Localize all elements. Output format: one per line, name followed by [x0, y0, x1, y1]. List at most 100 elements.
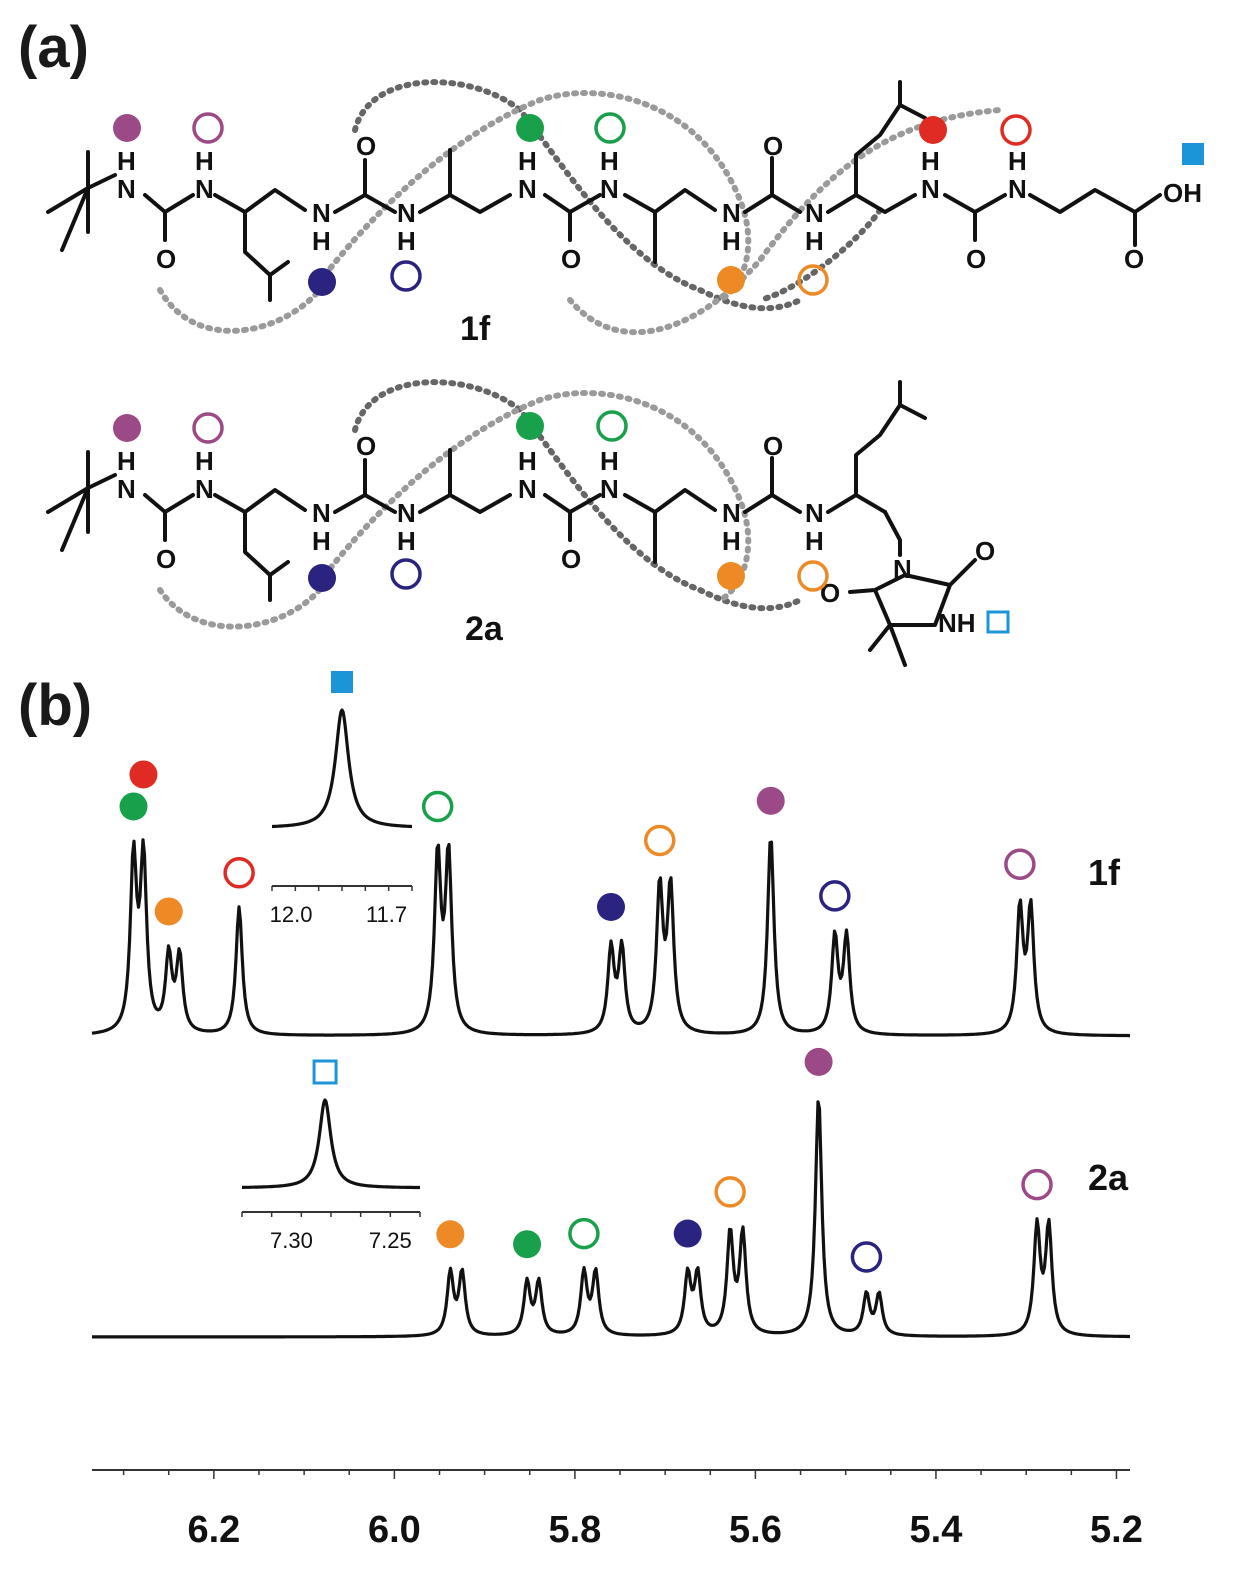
marker-green-open: [421, 790, 454, 823]
bond: [943, 193, 1007, 242]
marker-green-open: [594, 112, 626, 144]
bond: [418, 448, 512, 514]
hbond-arc: [567, 107, 1003, 336]
bond: [213, 488, 307, 514]
bond: [826, 380, 927, 514]
bond: [623, 488, 717, 564]
marker-green-filled: [513, 1230, 542, 1259]
atom-oh: OH: [1163, 178, 1202, 208]
atom-n: N: [722, 498, 741, 528]
marker-purple-filled: [804, 1047, 833, 1076]
bond: [743, 456, 802, 514]
bond: [46, 450, 117, 552]
atom-h: H: [921, 146, 940, 176]
panel-a-label: (a): [18, 15, 89, 80]
atom-h: H: [397, 226, 416, 256]
inset-trace-1f: [271, 708, 413, 829]
bond: [883, 510, 902, 557]
marker-navy-filled: [308, 564, 336, 592]
atom-labels-1f: N H O N H N H O N H N H O N H N H O N H …: [117, 131, 1202, 274]
atom-h: H: [117, 446, 136, 476]
marker-orange-filled: [154, 897, 183, 926]
atom-n: N: [722, 198, 741, 228]
bond: [1028, 188, 1162, 247]
marker-purple-open: [1004, 848, 1036, 881]
inset-tick-label: 11.7: [366, 902, 407, 927]
atom-n: N: [397, 498, 416, 528]
marker-purple-filled: [113, 414, 141, 442]
inset-trace-2a: [241, 1098, 421, 1190]
x-axis-tick-label: 6.2: [187, 1509, 240, 1551]
marker-purple-open: [1021, 1168, 1053, 1201]
marker-navy-open: [390, 260, 422, 292]
bond: [213, 188, 307, 214]
atom-o: O: [763, 131, 783, 161]
atom-n: N: [600, 174, 619, 204]
atom-o: O: [156, 244, 176, 274]
atom-n: N: [518, 474, 537, 504]
atom-n: N: [195, 474, 214, 504]
x-axis-tick-label: 5.4: [910, 1509, 963, 1551]
atom-o: O: [820, 578, 840, 608]
spectrum-trace-2a: [91, 1100, 1131, 1339]
marker-red-filled: [919, 116, 947, 144]
atom-o: O: [561, 544, 581, 574]
marker-cyan-filled-square: [331, 671, 353, 693]
marker-purple-filled: [113, 114, 141, 142]
atom-h: H: [518, 446, 537, 476]
marker-orange-open: [643, 824, 676, 857]
marker-navy-filled: [673, 1219, 702, 1248]
atom-n: N: [312, 498, 331, 528]
hbond-arc: [322, 90, 752, 303]
atom-o: O: [975, 536, 995, 566]
atom-h: H: [1008, 146, 1027, 176]
marker-red-open: [1000, 114, 1032, 146]
marker-green-open: [596, 410, 628, 442]
bond: [543, 193, 602, 242]
marker-red-filled: [129, 760, 158, 789]
bond: [333, 158, 397, 214]
marker-green-filled: [516, 114, 544, 142]
atom-n: N: [805, 498, 824, 528]
marker-navy-open: [850, 1241, 883, 1273]
atom-o: O: [1124, 244, 1144, 274]
hbond-arc: [352, 79, 803, 312]
structure-1f: N H O N H N H O N H N H O N H N H O N H …: [46, 79, 1204, 348]
bond: [418, 148, 512, 214]
bond: [143, 193, 195, 242]
atom-o: O: [356, 131, 376, 161]
marker-orange-open: [797, 560, 829, 592]
atom-h: H: [195, 146, 214, 176]
atom-nh: NH: [938, 608, 976, 638]
atom-n: N: [117, 174, 136, 204]
atom-h: H: [312, 526, 331, 556]
atom-h: H: [397, 526, 416, 556]
bond: [623, 188, 717, 264]
atom-n: N: [921, 174, 940, 204]
spectrum-label-2a: 2a: [1088, 1157, 1129, 1198]
panel-b-label: (b): [18, 673, 93, 738]
atom-o: O: [763, 431, 783, 461]
spectrum-label-1f: 1f: [1088, 852, 1121, 893]
hbond-arc: [757, 207, 883, 303]
bond: [848, 558, 977, 667]
hbond-arc: [322, 390, 752, 603]
marker-navy-filled: [308, 268, 336, 296]
x-axis-tick-label: 5.6: [729, 1509, 782, 1551]
atom-n: N: [195, 174, 214, 204]
marker-green-filled: [516, 412, 544, 440]
atom-h: H: [722, 526, 741, 556]
compound-label-2a: 2a: [465, 610, 504, 648]
inset-tick-label: 7.30: [270, 1228, 313, 1253]
atom-h: H: [117, 146, 136, 176]
atom-h: H: [312, 226, 331, 256]
atom-n: N: [312, 198, 331, 228]
marker-cyan-open-square: [312, 1059, 338, 1085]
x-axis-tick-label: 5.2: [1090, 1509, 1143, 1551]
marker-orange-open: [797, 264, 829, 296]
atom-h: H: [600, 446, 619, 476]
marker-purple-filled: [756, 786, 785, 815]
marker-cyan-open-square: [986, 610, 1010, 634]
atom-o: O: [561, 244, 581, 274]
